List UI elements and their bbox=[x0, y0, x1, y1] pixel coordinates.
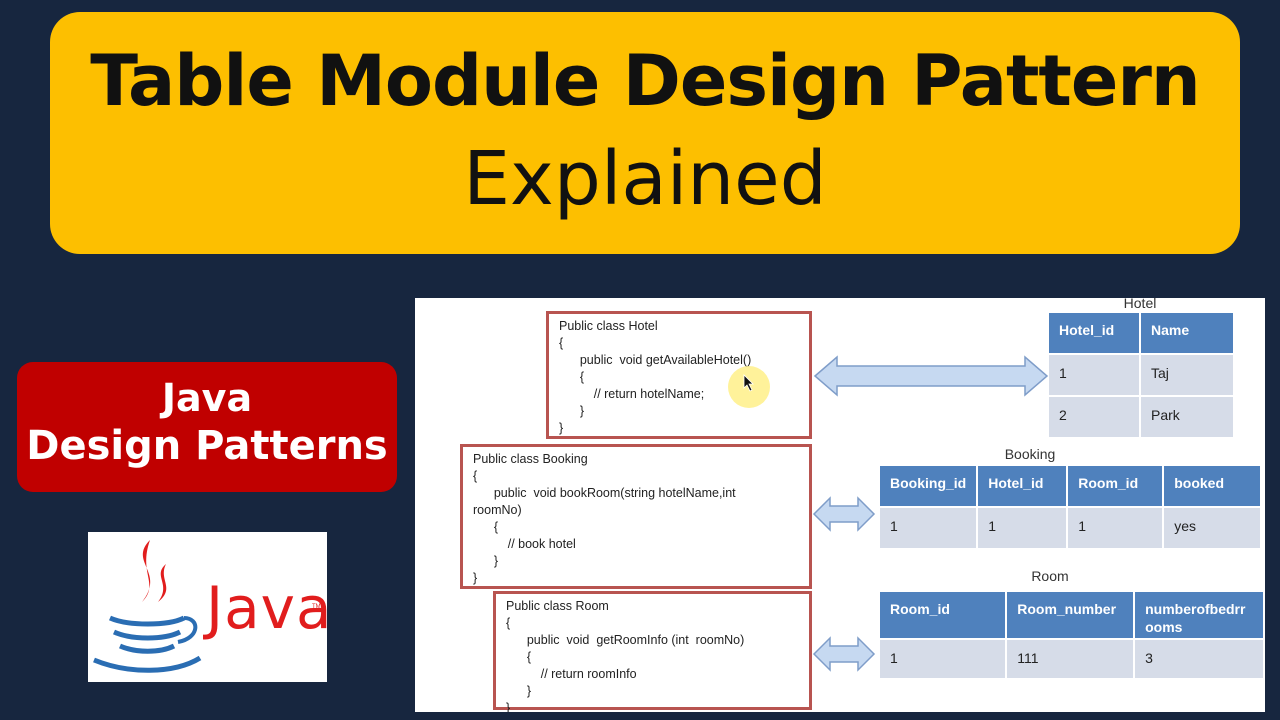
room-class-box: Public class Room { public void getRoomIn… bbox=[493, 591, 812, 712]
code-line: public void getRoomInfo (int roomNo) bbox=[506, 633, 745, 647]
code-line: { bbox=[559, 336, 564, 350]
hotel-mapping-arrow bbox=[813, 355, 1049, 397]
code-line: } bbox=[473, 571, 478, 585]
title-line-1: Table Module Design Pattern bbox=[90, 40, 1200, 122]
code-line: } bbox=[506, 701, 511, 712]
column-header: Booking_id bbox=[880, 466, 977, 506]
code-line: roomNo) bbox=[473, 503, 522, 517]
table-cell: 1 bbox=[880, 640, 1006, 678]
title-line-2: Explained bbox=[463, 136, 827, 222]
code-line: } bbox=[473, 554, 499, 568]
table-cell: 1 bbox=[1049, 355, 1139, 395]
table-cell: 3 bbox=[1135, 640, 1263, 678]
java-wordmark: Java bbox=[206, 574, 333, 642]
table-cell: Park bbox=[1141, 397, 1233, 437]
room-table-caption: Room bbox=[1031, 568, 1069, 584]
code-line: { bbox=[473, 469, 478, 483]
hotel-table-caption: Hotel bbox=[1123, 298, 1157, 311]
badge-line-1: Java bbox=[161, 376, 253, 420]
mouse-pointer-icon bbox=[743, 374, 754, 392]
badge-line-2: Design Patterns bbox=[26, 423, 388, 469]
code-line: { bbox=[506, 616, 511, 630]
code-line: Public class Booking bbox=[473, 452, 588, 466]
table-cell: 1 bbox=[978, 508, 1067, 548]
java-design-patterns-badge: Java Design Patterns bbox=[17, 362, 397, 492]
table-cell: 2 bbox=[1049, 397, 1139, 437]
code-line: Public class Hotel bbox=[559, 319, 658, 333]
java-coffee-cup-icon bbox=[93, 540, 202, 673]
code-line: public void bookRoom(string hotelName,in… bbox=[473, 486, 736, 500]
code-line: } bbox=[506, 684, 532, 698]
table-cell: 111 bbox=[1007, 640, 1134, 678]
hotel-class-box: Public class Hotel { public void getAvail… bbox=[546, 311, 812, 439]
table-module-diagram: Public class Hotel { public void getAvail… bbox=[415, 298, 1265, 712]
table-cell: 1 bbox=[1068, 508, 1163, 548]
code-line: } bbox=[559, 404, 585, 418]
room-mapping-arrow bbox=[812, 636, 876, 672]
code-line: // book hotel bbox=[473, 537, 576, 551]
code-line: public void getAvailableHotel() bbox=[559, 353, 752, 367]
column-header: Hotel_id bbox=[1049, 313, 1139, 353]
trademark-mark: TM bbox=[312, 604, 321, 610]
column-header: Name bbox=[1141, 313, 1233, 353]
booking-table-caption: Booking bbox=[1004, 446, 1056, 462]
booking-mapping-arrow bbox=[812, 496, 876, 532]
table-cell: 1 bbox=[880, 508, 977, 548]
table-cell: Taj bbox=[1141, 355, 1233, 395]
code-line: // return roomInfo bbox=[506, 667, 637, 681]
code-line: } bbox=[559, 421, 564, 435]
code-line: { bbox=[473, 520, 499, 534]
column-header: Room_id bbox=[1068, 466, 1163, 506]
table-cell: yes bbox=[1164, 508, 1261, 548]
code-line: { bbox=[506, 650, 532, 664]
code-line: // return hotelName; bbox=[559, 387, 705, 401]
column-header: Room_id bbox=[880, 592, 1006, 638]
booking-class-box: Public class Booking { public void bookRo… bbox=[460, 444, 812, 589]
title-banner: Table Module Design Pattern Explained bbox=[50, 12, 1240, 254]
column-header: numberofbedrr ooms bbox=[1135, 592, 1263, 638]
code-line: { bbox=[559, 370, 585, 384]
column-header: booked bbox=[1164, 466, 1261, 506]
column-header: Hotel_id bbox=[978, 466, 1067, 506]
column-header: Room_number bbox=[1007, 592, 1134, 638]
java-logo: Java TM bbox=[88, 532, 332, 682]
code-line: Public class Room bbox=[506, 599, 609, 613]
